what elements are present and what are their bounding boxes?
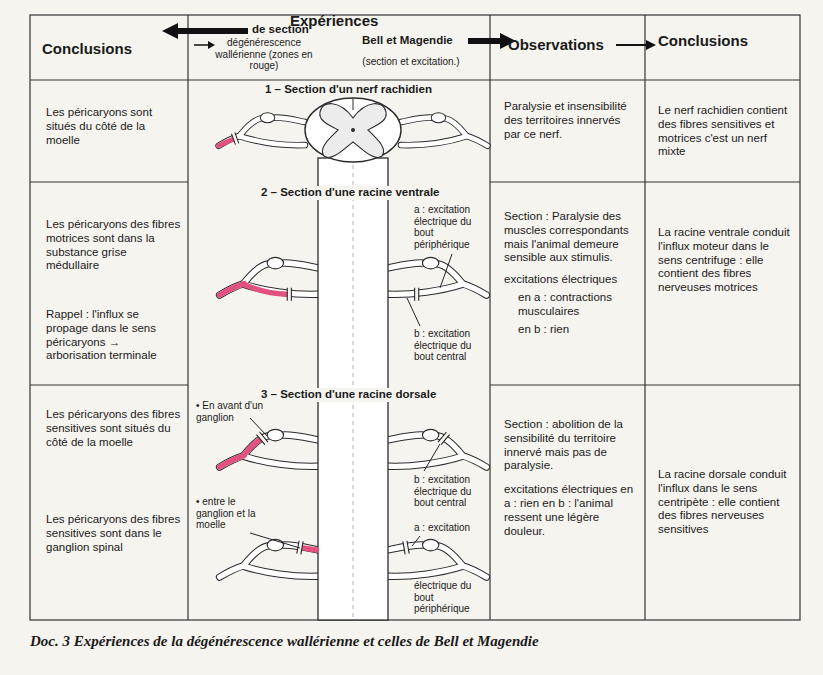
- experiment-title: 2 – Section d'une racine ventrale: [258, 186, 443, 200]
- conclusion-text: La racine ventrale conduit l'influx mote…: [658, 226, 792, 295]
- stimulation-label: a : excitation électrique du bout périph…: [414, 204, 490, 250]
- stimulation-label: a : excitation: [414, 522, 490, 534]
- observation-text: excitations électriques en a : rien en b…: [504, 483, 640, 538]
- spinal-nerve: [220, 257, 318, 295]
- spinal-nerve: [388, 257, 486, 295]
- observation-text: en b : rien: [518, 323, 640, 337]
- stimulation-label: b : excitation électrique du bout centra…: [414, 474, 490, 509]
- conclusion-text: Le nerf rachidien contient des fibres se…: [658, 104, 792, 159]
- experiment-title: 3 – Section d'une racine dorsale: [258, 388, 439, 402]
- caption: Doc. 3 Expériences de la dégénérescence …: [30, 632, 539, 650]
- observation-text: Paralysie et insensibilité des territoir…: [504, 100, 638, 141]
- table-grid: [30, 15, 800, 620]
- reminder-note: Rappel : l'influx se propage dans le sen…: [46, 308, 181, 363]
- stimulation-label: b : excitation électrique du bout centra…: [414, 328, 490, 363]
- conclusion-text: Les péricaryons des fibres sensitives so…: [46, 408, 181, 449]
- column-header: Conclusions: [42, 40, 182, 58]
- observation-text: Section : Paralysie des muscles correspo…: [504, 210, 640, 265]
- cut-position-label: • entre le ganglion et la moelle: [196, 496, 276, 531]
- column-header: Expériences: [290, 12, 410, 30]
- conclusion-text: Les péricaryons sont situés du côté de l…: [46, 106, 181, 147]
- conclusion-text: Les péricaryons des fibres sensitives so…: [46, 513, 181, 554]
- spinal-nerve: [388, 539, 486, 577]
- experiment-title: 1 – Section d'un nerf rachidien: [262, 83, 435, 97]
- spinal-nerve: [220, 539, 318, 577]
- column-header: Conclusions: [658, 32, 788, 50]
- cut-position-label: • En avant d'un ganglion: [196, 400, 268, 423]
- observation-text: en a : contractions musculaires: [518, 291, 640, 319]
- header-note: (section et excitation.): [345, 56, 477, 68]
- header-note: dégénérescence wallérienne (zones en rou…: [205, 37, 323, 72]
- spinal-nerve: [219, 113, 305, 146]
- stimulation-label: électrique du bout périphérique: [414, 580, 490, 615]
- spinal-nerve: [401, 113, 487, 146]
- spinal-nerve: [220, 429, 318, 467]
- conclusion-text: La racine dorsale conduit l'influx dans …: [658, 468, 792, 537]
- cord-cross-section: [305, 98, 401, 162]
- conclusion-text: Les péricaryons des fibres motrices sont…: [46, 218, 181, 273]
- observation-text: Section : abolition de la sensibilité du…: [504, 418, 640, 473]
- observation-text: excitations électriques: [504, 273, 640, 287]
- column-header: Observations: [508, 36, 616, 54]
- arrow-label: Bell et Magendie: [362, 34, 468, 48]
